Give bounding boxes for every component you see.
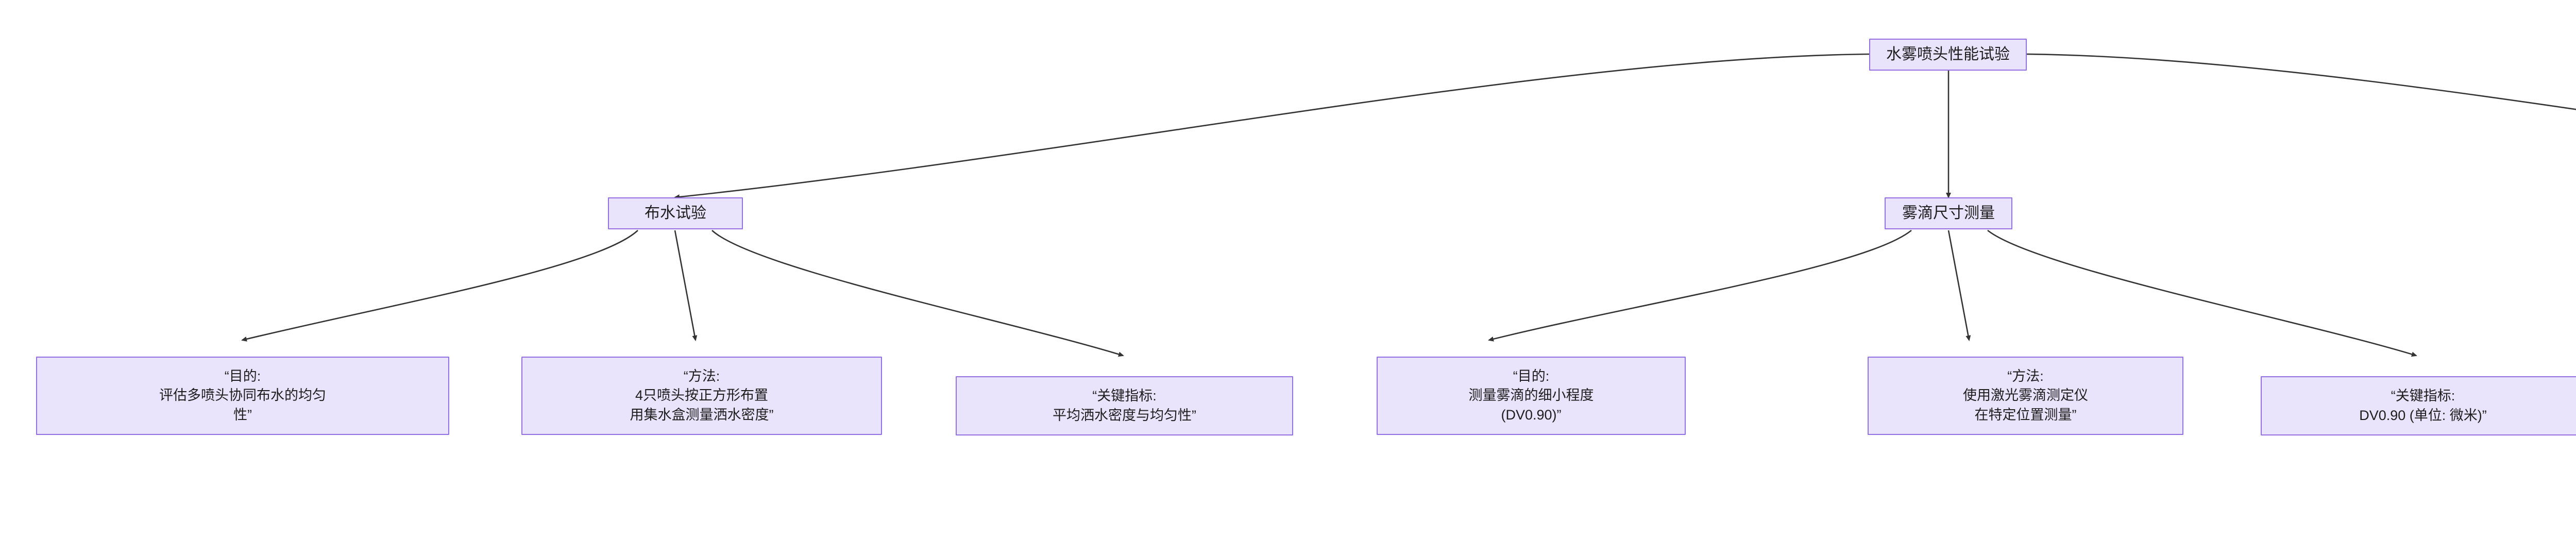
node-buhui-purpose[interactable]: “目的: 评估多喷头协同布水的均匀 性” [36, 357, 449, 435]
edge-buhui-to-method [674, 230, 698, 341]
node-buhui-method[interactable]: “方法: 4只喷头按正方形布置 用集水盒测量洒水密度” [521, 357, 882, 435]
node-root-label: 水雾喷头性能试验 [1886, 46, 2010, 63]
node-wudi-purpose-label: “目的: 测量雾滴的细小程度 (DV0.90)” [1468, 368, 1594, 423]
edge-wudi-to-metric [1987, 229, 2417, 357]
edge-buhui-to-purpose [241, 230, 638, 342]
node-wudi-method[interactable]: “方法: 使用激光雾滴测定仪 在特定位置测量” [1868, 357, 2183, 435]
node-root[interactable]: 水雾喷头性能试验 [1869, 39, 2027, 71]
node-buhui[interactable]: 布水试验 [608, 197, 743, 229]
node-wudi-purpose[interactable]: “目的: 测量雾滴的细小程度 (DV0.90)” [1377, 357, 1686, 435]
node-buhui-label: 布水试验 [645, 205, 706, 222]
edge-wudi-to-purpose [1488, 229, 1912, 342]
node-buhui-method-label: “方法: 4只喷头按正方形布置 用集水盒测量洒水密度” [630, 368, 774, 423]
edge-root-to-buhui [674, 53, 1871, 200]
edge-wudi-to-method [1947, 230, 1971, 341]
node-wudi-method-label: “方法: 使用激光雾滴测定仪 在特定位置测量” [1963, 368, 2088, 423]
node-wudi-metric-label: “关键指标: DV0.90 (单位: 微米)” [2359, 388, 2487, 423]
node-buhui-metric[interactable]: “关键指标: 平均洒水密度与均匀性” [956, 376, 1293, 435]
node-wudi[interactable]: 雾滴尺寸测量 [1885, 197, 2012, 229]
edge-root-to-pensa [2025, 53, 2576, 110]
edge-buhui-to-metric [711, 230, 1124, 357]
node-wudi-metric[interactable]: “关键指标: DV0.90 (单位: 微米)” [2261, 376, 2576, 435]
node-wudi-label: 雾滴尺寸测量 [1902, 205, 1995, 222]
node-buhui-metric-label: “关键指标: 平均洒水密度与均匀性” [1053, 388, 1196, 423]
node-buhui-purpose-label: “目的: 评估多喷头协同布水的均匀 性” [159, 368, 326, 423]
